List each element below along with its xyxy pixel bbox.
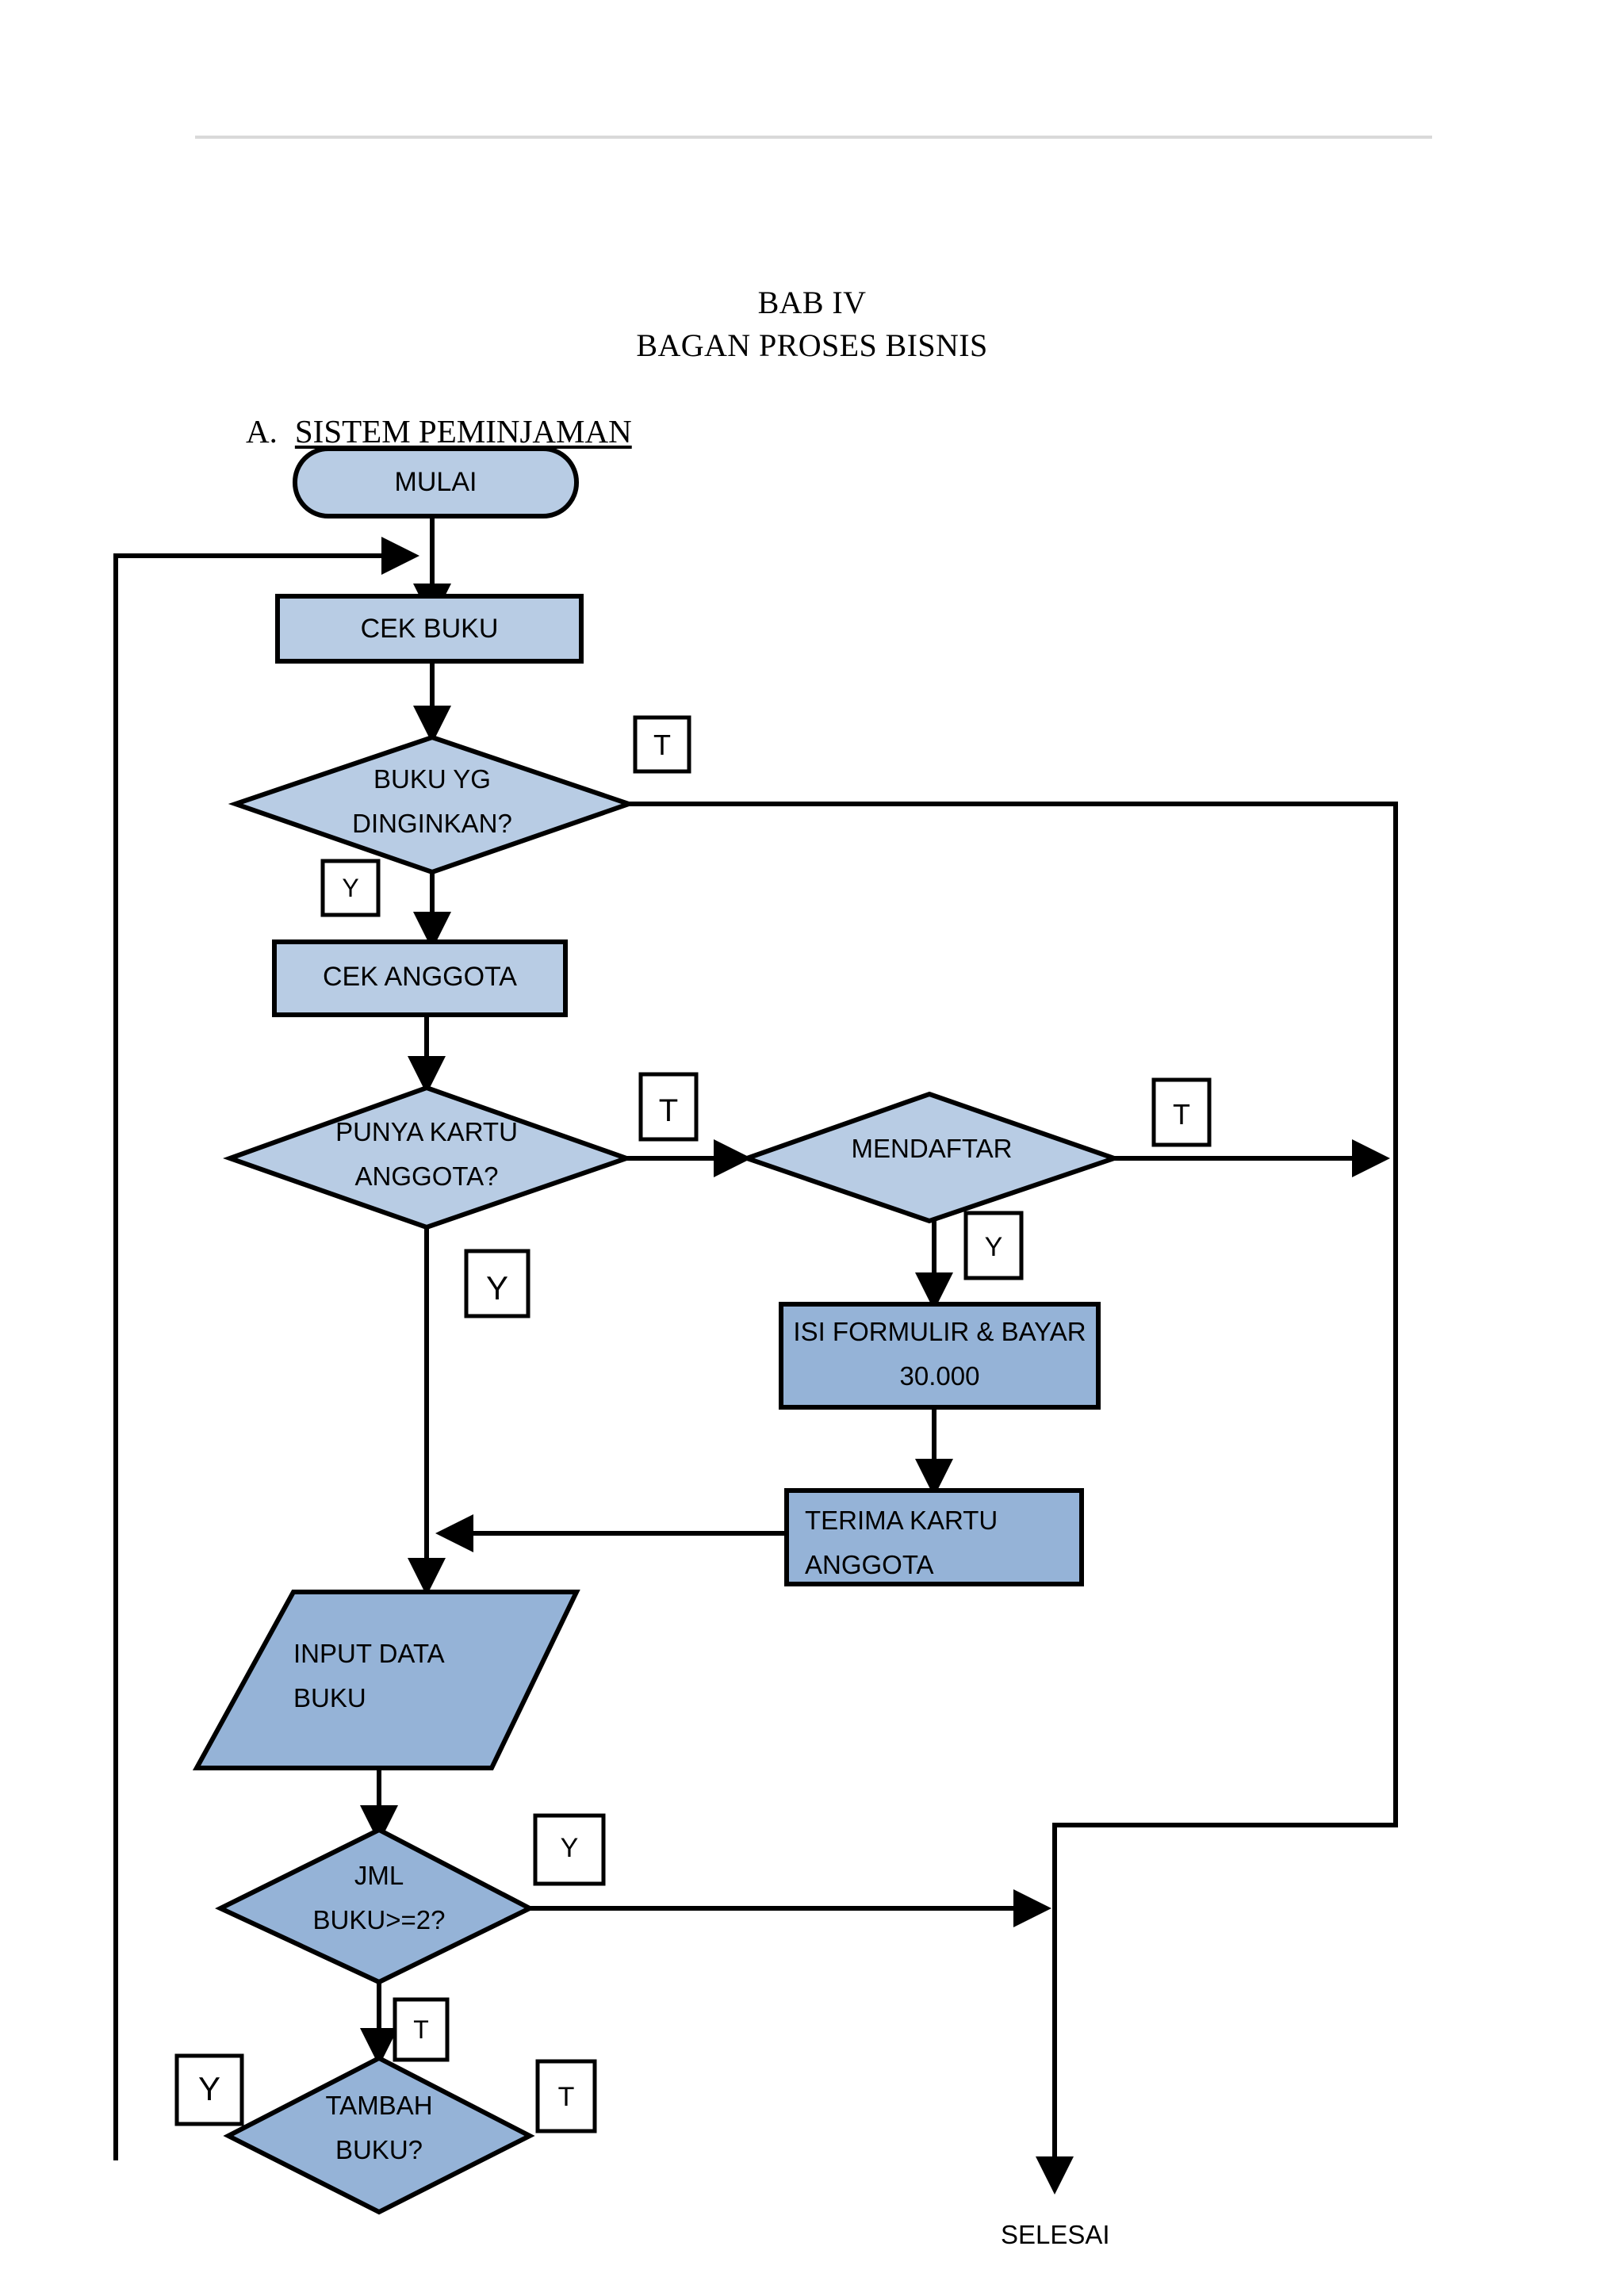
node-input-data-buku <box>192 1590 580 1770</box>
document-title-line-2: BAGAN PROSES BISNIS <box>636 327 988 363</box>
edge-label-kartu-ya: Y <box>485 1269 508 1307</box>
edge-label-box-kartu-tidak <box>638 1072 699 1142</box>
edge-label-mendaftar-tidak: T <box>1173 1098 1190 1131</box>
edge-label-buku-ya: Y <box>342 874 359 902</box>
node-decision-punya-kartu <box>223 1085 634 1230</box>
document-title-line-1: BAB IV <box>757 285 867 320</box>
edge-label-jml-ya: Y <box>560 1833 579 1863</box>
connector-group <box>113 516 1398 2195</box>
edge-label-box-jml-tidak <box>393 1997 450 2062</box>
edge-label-box-group <box>174 715 1212 2133</box>
node-decision-jml-buku <box>215 1827 535 1985</box>
section-letter: A. <box>246 413 278 450</box>
edge-label-mendaftar-ya: Y <box>984 1232 1003 1262</box>
edge-label-box-jml-ya <box>533 1813 606 1886</box>
section-label: SISTEM PEMINJAMAN <box>294 413 632 450</box>
edge-label-box-mendaftar-tidak <box>1151 1077 1212 1147</box>
edge-decision-buku-tidak <box>629 802 1398 2195</box>
edge-label-box-tambah-tidak <box>535 2059 597 2133</box>
edge-label-tambah-ya: Y <box>197 2070 220 2107</box>
edge-label-jml-tidak: T <box>413 2015 429 2044</box>
header-rule <box>195 136 1432 139</box>
node-cek-anggota <box>272 939 568 1017</box>
edge-label-box-buku-ya <box>320 859 381 917</box>
node-cek-buku <box>275 594 584 664</box>
edge-label-box-mendaftar-ya <box>963 1211 1024 1280</box>
edge-label-box-kartu-ya <box>464 1249 530 1318</box>
edge-loopback-to-cek-buku <box>113 537 419 2160</box>
node-label-selesai: SELESAI <box>1001 2220 1110 2249</box>
edge-label-tambah-tidak: T <box>557 2082 575 2112</box>
node-decision-tambah-buku <box>223 2055 535 2215</box>
node-decision-buku-yg-dinginkan <box>228 734 637 875</box>
node-decision-mendaftar <box>739 1091 1122 1224</box>
edge-label-kartu-tidak: T <box>658 1093 679 1128</box>
node-mulai <box>293 446 579 519</box>
node-terima-kartu <box>784 1488 1084 1586</box>
section-heading: A. SISTEM PEMINJAMAN <box>246 412 632 450</box>
node-isi-formulir <box>779 1302 1101 1410</box>
edge-label-buku-tidak: T <box>653 729 671 761</box>
edge-label-box-tambah-ya <box>174 2053 244 2126</box>
edge-label-box-buku-tidak <box>633 715 691 774</box>
